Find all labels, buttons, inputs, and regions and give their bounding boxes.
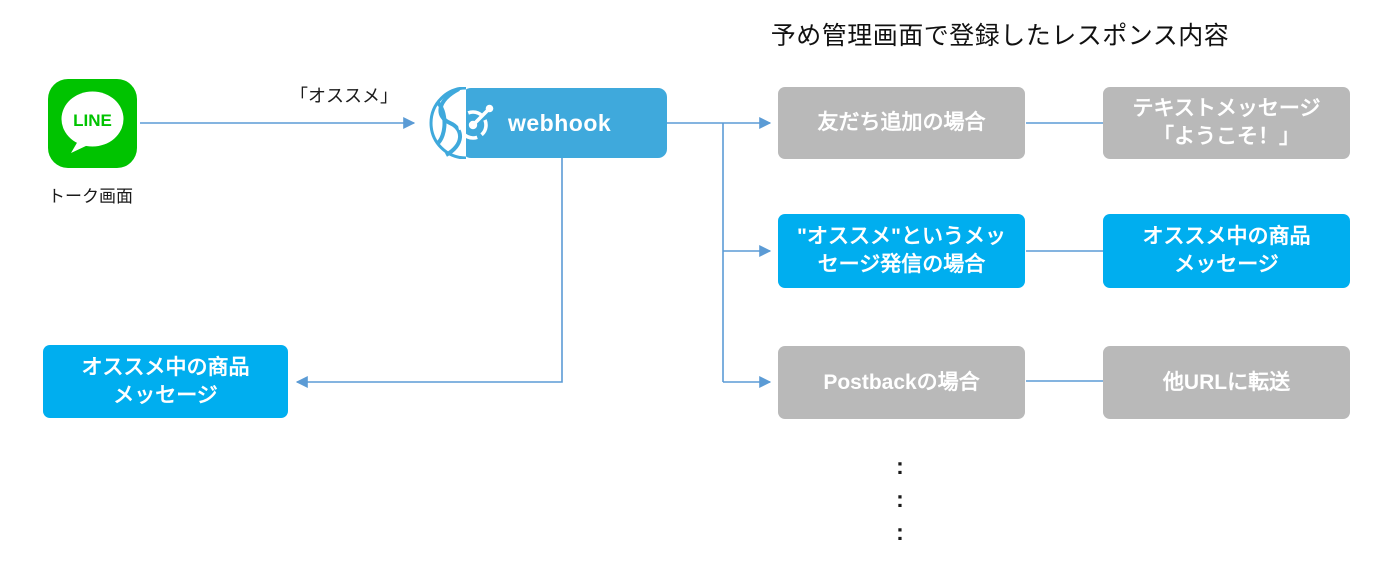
case-box-osusume-message: "オススメ"というメッ セージ発信の場合: [778, 214, 1025, 288]
vertical-ellipsis: : : :: [880, 450, 920, 549]
trigger-message-label: 「オススメ」: [290, 86, 398, 106]
response-box-product-message: オススメ中の商品 メッセージ: [1103, 214, 1350, 288]
line-logo-bubble-icon: LINE: [61, 91, 124, 153]
webhook-label: webhook: [508, 110, 612, 136]
webhook-node: webhook: [429, 87, 667, 159]
reply-message-box: オススメ中の商品 メッセージ: [43, 345, 288, 418]
ellipsis-dot-pair: :: [896, 519, 904, 545]
response-box-welcome-text: テキストメッセージ 「ようこそ！」: [1103, 87, 1350, 159]
arrow-webhook-to-reply: [295, 158, 563, 388]
case-box-friend-add: 友だち追加の場合: [778, 87, 1025, 159]
response-box-forward-url: 他URLに転送: [1103, 346, 1350, 419]
ellipsis-dot-pair: :: [896, 486, 904, 512]
globe-half-icon: [429, 87, 467, 159]
line-app-icon: LINE: [48, 79, 137, 168]
page-title: 予め管理画面で登録したレスポンス内容: [770, 22, 1230, 50]
line-logo-text: LINE: [73, 111, 112, 130]
case-box-postback: Postbackの場合: [778, 346, 1025, 419]
webhook-orbit-icon: [458, 104, 494, 140]
line-caption: トーク画面: [48, 187, 133, 206]
ellipsis-dot-pair: :: [896, 453, 904, 479]
